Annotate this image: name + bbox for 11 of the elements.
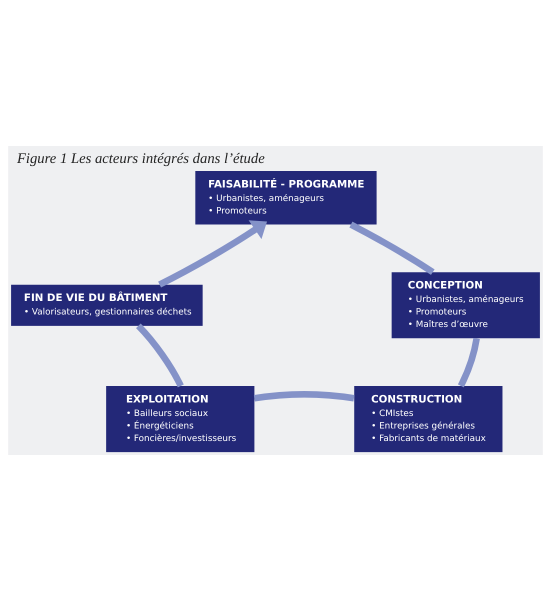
connector xyxy=(254,390,354,402)
arrow xyxy=(158,220,268,287)
connector xyxy=(349,221,435,274)
connector xyxy=(136,323,184,387)
node-box: CONSTRUCTION • CMIstes • Entreprises générales • Fabricants de matériaux xyxy=(354,386,502,452)
diagram-title: Figure 1 Les acteurs intégrés dans l’étude xyxy=(16,150,265,166)
node-box: CONCEPTION • Urbanistes, aménageurs • Promoteurs • Maîtres d’œuvre xyxy=(392,272,540,338)
connector xyxy=(458,337,480,387)
node-box: FAISABILITÉ - PROGRAMME • Urbanistes, aménageurs • Promoteurs xyxy=(195,170,377,224)
node-box: EXPLOITATION • Bailleurs sociaux • Énergéticiens • Foncières/investisseurs xyxy=(106,386,254,452)
node-box: FIN DE VIE DU BÂTIMENT • Valorisateurs, gestionnaires déchets xyxy=(11,284,203,326)
